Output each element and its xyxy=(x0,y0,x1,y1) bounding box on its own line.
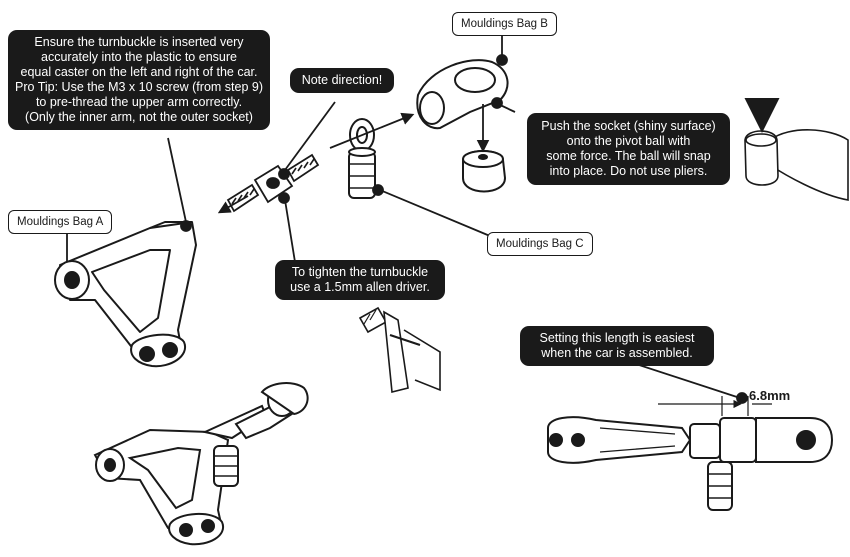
callout-line: Pro Tip: Use the M3 x 10 screw (from ste… xyxy=(15,80,263,94)
finger-press xyxy=(744,98,849,201)
upper-arm-main xyxy=(54,221,197,368)
callout-line: Note direction! xyxy=(301,73,383,87)
callout-line: onto the pivot ball with xyxy=(566,134,691,148)
dimension-label: 6.8mm xyxy=(749,388,791,403)
bag-a-tag: Mouldings Bag A xyxy=(8,210,113,234)
pivot-ball xyxy=(462,150,507,193)
callout-line: Push the socket (shiny surface) xyxy=(541,119,716,133)
callout-line: to pre-thread the upper arm correctly. xyxy=(35,95,243,109)
callout-line: equal caster on the left and right of th… xyxy=(20,65,258,79)
turnbuckle xyxy=(226,153,320,213)
callout-line: when the car is assembled. xyxy=(541,346,693,360)
callout-line: (Only the inner arm, not the outer socke… xyxy=(25,110,253,124)
length-setting-callout: Setting this length is easiest when the … xyxy=(520,326,714,366)
turnbuckle-insert-callout: Ensure the turnbuckle is inserted very a… xyxy=(8,30,270,130)
push-socket-callout: Push the socket (shiny surface) onto the… xyxy=(527,113,730,185)
assembled-arm xyxy=(93,382,309,546)
tighten-callout: To tighten the turnbuckle use a 1.5mm al… xyxy=(275,260,445,300)
bag-c-tag: Mouldings Bag C xyxy=(487,232,593,256)
callout-line: Setting this length is easiest xyxy=(539,331,695,345)
callout-line: use a 1.5mm allen driver. xyxy=(290,280,430,294)
leader-lines xyxy=(66,32,748,404)
callout-line: some force. The ball will snap xyxy=(546,149,711,163)
callout-line: into place. Do not use pliers. xyxy=(549,164,708,178)
length-setting-drawing xyxy=(547,396,834,511)
note-direction-callout: Note direction! xyxy=(290,68,394,93)
callout-line: accurately into the plastic to ensure xyxy=(41,50,237,64)
callout-line: Ensure the turnbuckle is inserted very xyxy=(34,35,244,49)
allen-driver-detail xyxy=(358,306,441,394)
callout-line: To tighten the turnbuckle xyxy=(291,265,429,279)
rod-end-socket xyxy=(416,59,509,130)
bag-b-tag: Mouldings Bag B xyxy=(452,12,557,36)
